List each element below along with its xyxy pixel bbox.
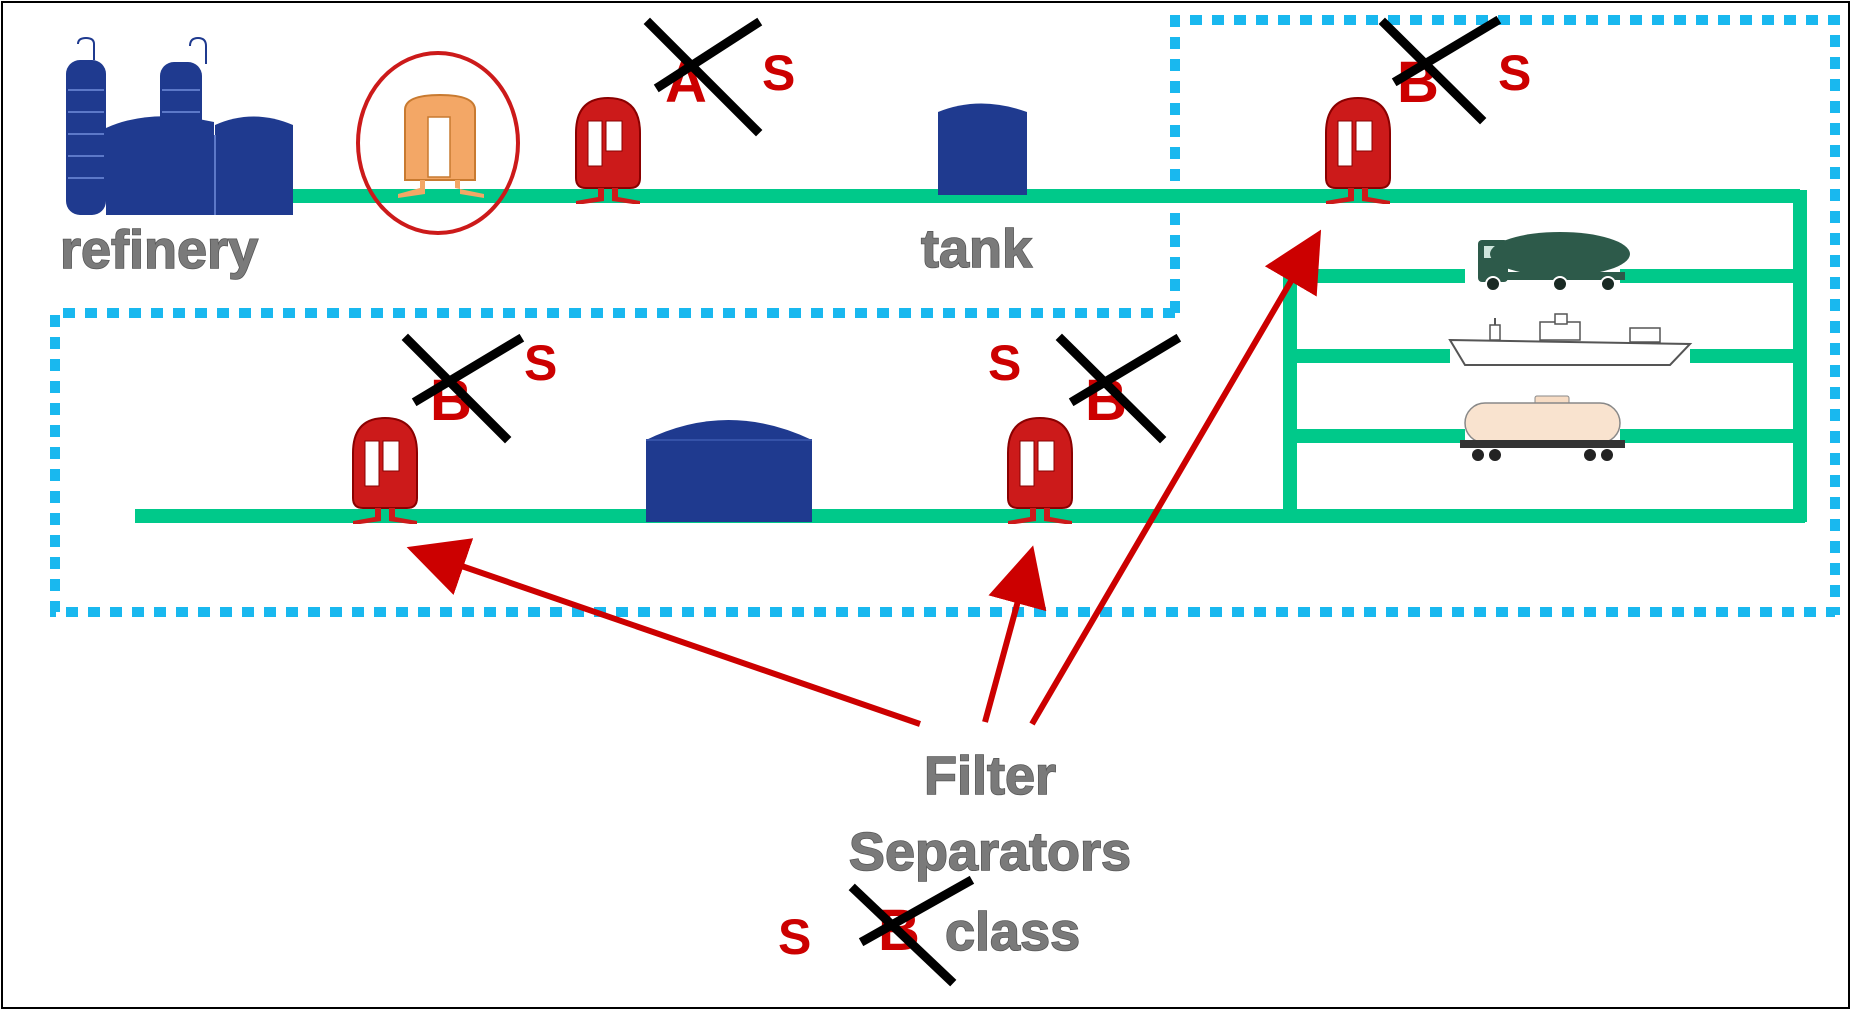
tank-label: tank <box>921 219 1033 279</box>
arrow-to-left-filter <box>406 538 921 727</box>
caption-line1: Filter <box>924 746 1056 806</box>
boundary-lower <box>50 308 1835 617</box>
caption-line2: Separators <box>849 822 1131 882</box>
filter-separator-icon-a <box>574 96 642 204</box>
storage-tank-icon-large <box>646 420 812 522</box>
arrow-to-top-right-filter <box>1029 229 1322 726</box>
tanker-truck-icon <box>1478 232 1630 292</box>
boundary-dotted-lines <box>50 15 1840 617</box>
caption-cross <box>848 875 975 987</box>
marker-b-mid-cross <box>1055 333 1182 444</box>
tanker-ship-icon <box>1448 313 1693 366</box>
filter-separator-icon-mid <box>1006 416 1074 524</box>
rail-tank-car-icon <box>1460 395 1625 461</box>
pointer-arrows <box>406 229 1322 727</box>
refinery-icon <box>66 36 293 215</box>
marker-b-top-suffix: S <box>1498 45 1531 101</box>
marker-b-mid-prefix: S <box>988 335 1021 391</box>
filter-separator-icon-left <box>351 416 419 524</box>
caption-s: S <box>778 909 811 965</box>
caption-class: class <box>945 902 1080 962</box>
caption: Filter Separators S B class <box>778 745 1132 987</box>
refinery-label: refinery <box>60 220 258 280</box>
boundary-top-right <box>1170 15 1840 615</box>
marker-b-top: B S <box>1378 15 1531 125</box>
marker-a-suffix: S <box>762 45 795 101</box>
filter-separator-icon-top-right <box>1324 96 1392 204</box>
marker-b-top-cross <box>1378 15 1502 125</box>
marker-b-left-suffix: S <box>524 335 557 391</box>
storage-tank-icon-small <box>938 103 1027 195</box>
marker-a: A S <box>643 17 795 137</box>
marker-a-cross <box>643 17 763 137</box>
arrow-to-mid-filter <box>982 545 1047 723</box>
marker-b-mid: S B <box>988 333 1182 444</box>
marker-b-left-cross <box>401 333 525 444</box>
highlighted-filter-icon <box>356 51 520 235</box>
pipeline-network <box>135 189 1807 523</box>
marker-b-left: B S <box>401 333 557 444</box>
